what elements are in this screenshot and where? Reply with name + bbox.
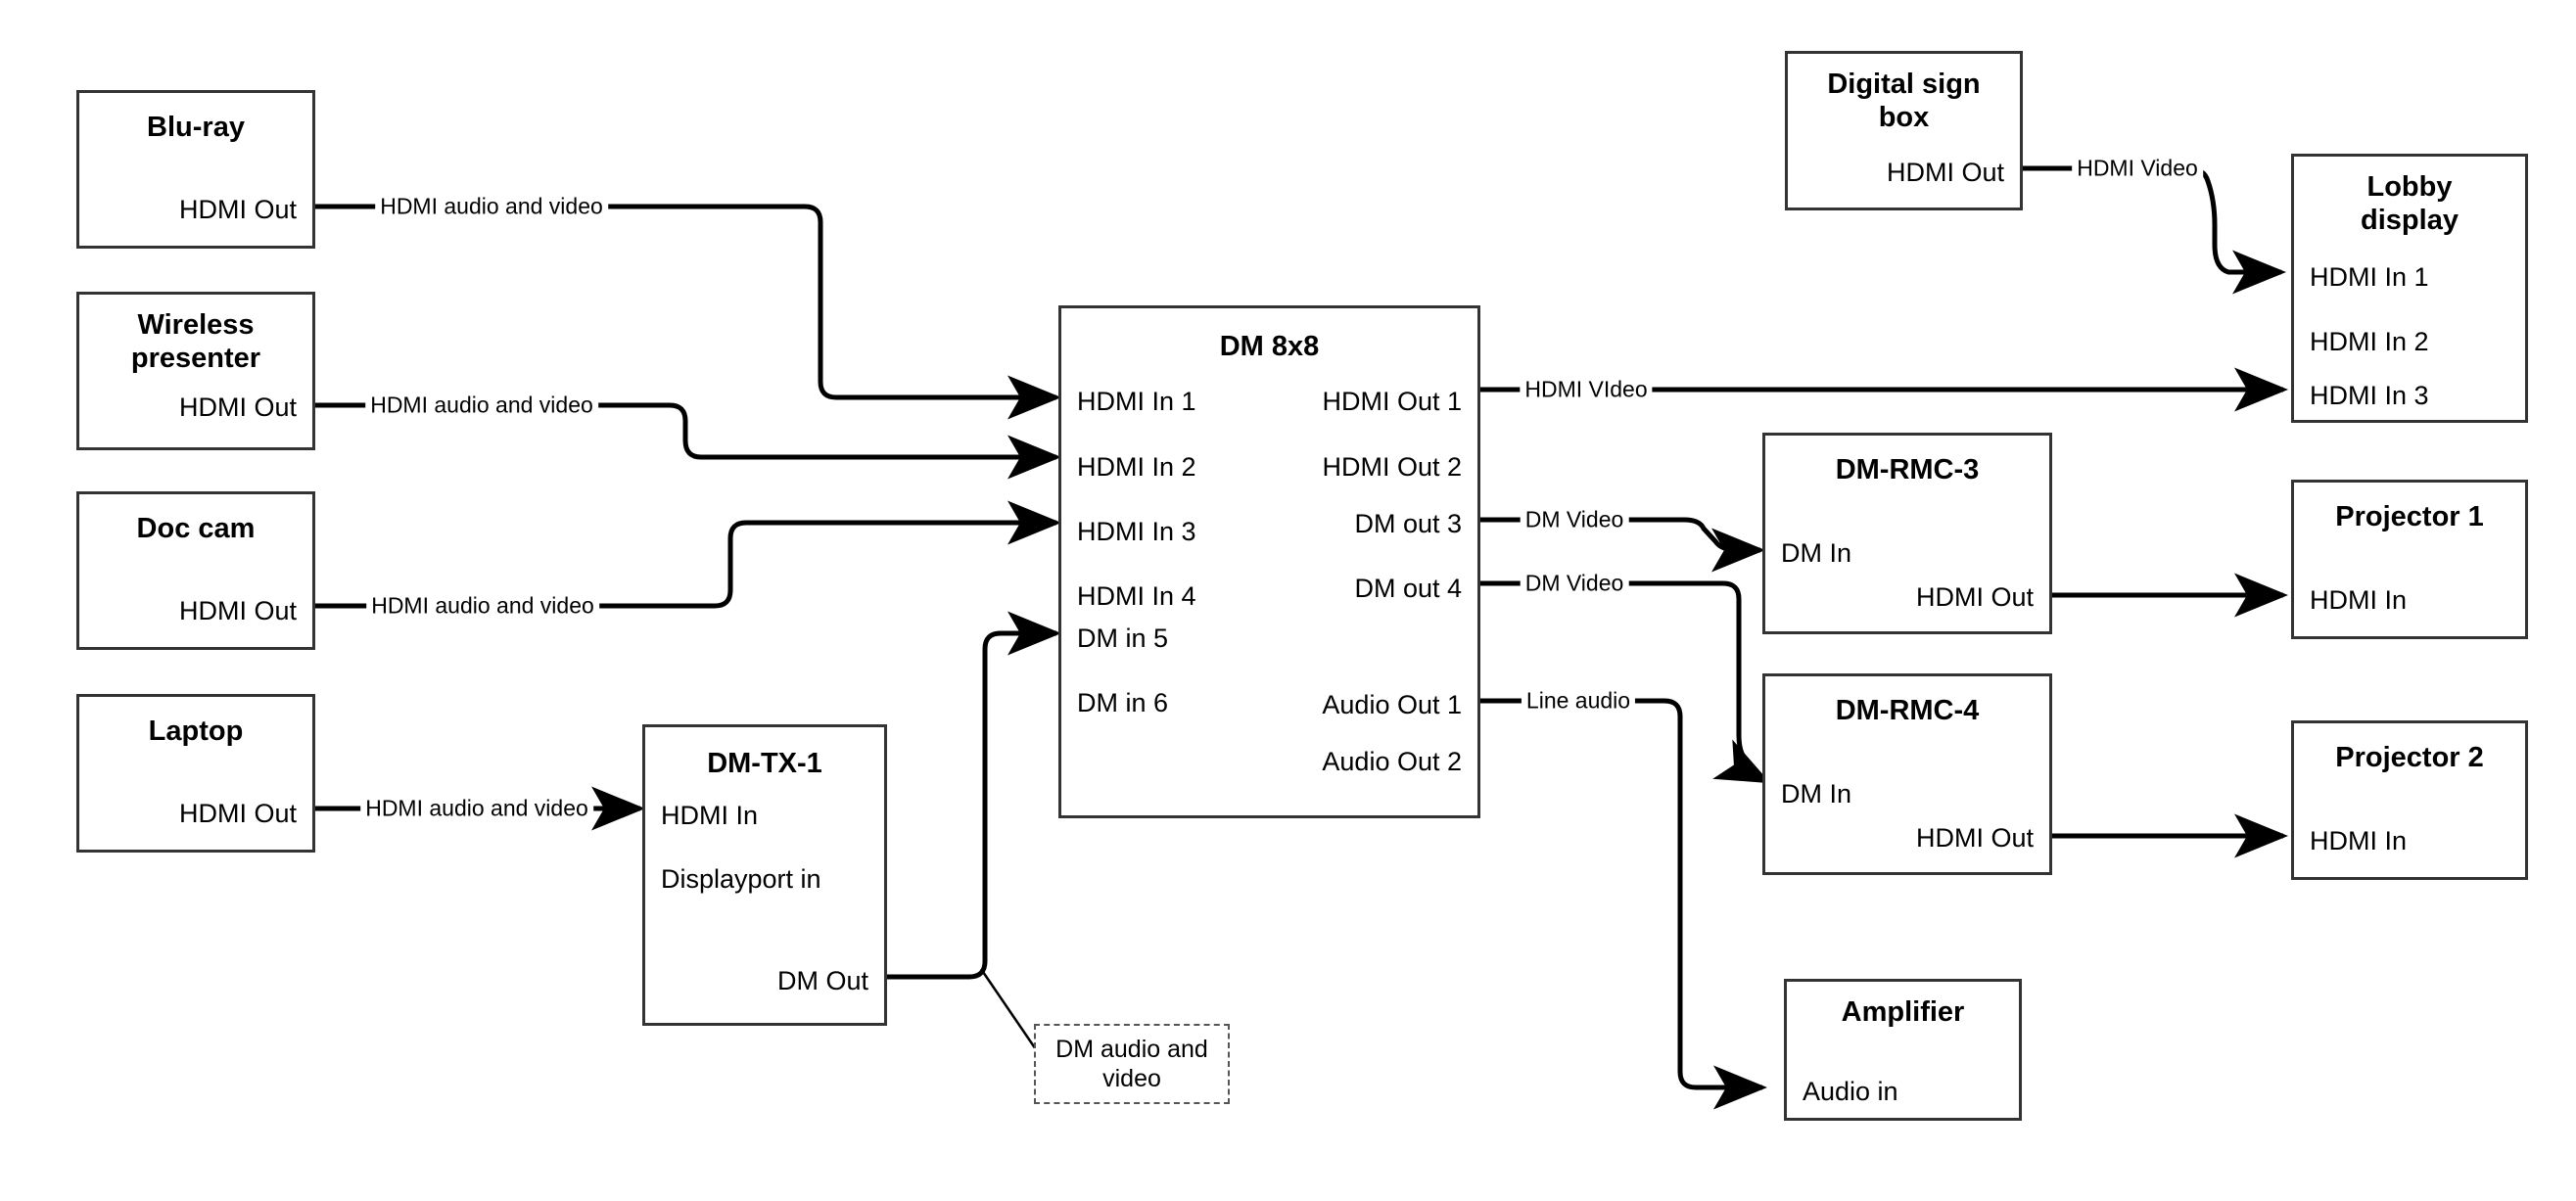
node-lobby-display-title: Lobby display (2361, 171, 2459, 237)
node-laptop-port-hdmi-out: HDMI Out (178, 799, 297, 828)
node-lobby-display[interactable]: Lobby display HDMI In 1 HDMI In 2 HDMI I… (2291, 154, 2528, 423)
edge-label-dmout3-to-rmc3: DM Video (1520, 506, 1629, 533)
node-dm-8x8-port-dm-out-3: DM out 3 (1354, 509, 1462, 538)
wire-dm-audioout1-to-amplifier (1478, 698, 1767, 1110)
node-bluray[interactable]: Blu-ray HDMI Out (76, 90, 315, 249)
node-dm-8x8-port-hdmi-in-3: HDMI In 3 (1077, 517, 1196, 546)
node-dm-8x8-port-dm-in-5: DM in 5 (1077, 624, 1169, 653)
node-dm-rmc-3[interactable]: DM-RMC-3 DM In HDMI Out (1762, 433, 2052, 634)
callout-dm-audio-and-video: DM audio and video (1034, 1024, 1230, 1104)
node-dm-tx-1-title: DM-TX-1 (707, 748, 822, 779)
node-wireless-presenter[interactable]: Wireless presenter HDMI Out (76, 292, 315, 450)
wire-bluray-to-dm-in1 (315, 204, 1061, 420)
node-doc-cam-port-hdmi-out: HDMI Out (178, 596, 297, 625)
node-bluray-port-hdmi-out: HDMI Out (178, 195, 297, 224)
node-lobby-display-port-hdmi-in-3: HDMI In 3 (2310, 381, 2429, 410)
node-projector-2[interactable]: Projector 2 HDMI In (2291, 720, 2528, 880)
node-dm-rmc-3-port-hdmi-out: HDMI Out (1915, 582, 2034, 612)
wire-signbox-to-lobby-in1 (2023, 165, 2286, 295)
node-dm-8x8-port-audio-out-2: Audio Out 2 (1322, 747, 1462, 776)
node-digital-sign-box[interactable]: Digital sign box HDMI Out (1785, 51, 2023, 210)
callout-leader-line (979, 968, 1042, 1056)
node-digital-sign-box-port-hdmi-out: HDMI Out (1886, 158, 2004, 187)
node-dm-8x8-port-hdmi-out-1: HDMI Out 1 (1322, 387, 1462, 416)
node-dm-rmc-4-port-hdmi-out: HDMI Out (1915, 823, 2034, 853)
node-dm-8x8-port-hdmi-in-2: HDMI In 2 (1077, 452, 1196, 482)
node-projector-1-title: Projector 1 (2335, 501, 2484, 532)
node-dm-8x8-title: DM 8x8 (1219, 331, 1320, 362)
node-lobby-display-port-hdmi-in-2: HDMI In 2 (2310, 327, 2429, 356)
edge-label-dmout4-to-rmc4: DM Video (1520, 570, 1629, 597)
node-dm-tx-1-port-displayport-in: Displayport in (661, 864, 821, 894)
node-dm-8x8-port-dm-in-6: DM in 6 (1077, 688, 1169, 717)
node-dm-8x8[interactable]: DM 8x8 HDMI In 1 HDMI In 2 HDMI In 3 HDM… (1058, 305, 1480, 818)
edge-label-doccam-to-dm-in3: HDMI audio and video (366, 592, 599, 620)
edge-label-hdmiout1-to-lobby: HDMI VIdeo (1520, 376, 1653, 403)
wire-dm-out4-to-rmc4 (1478, 580, 1771, 784)
node-dm-rmc-4-port-dm-in: DM In (1781, 779, 1852, 808)
node-dm-8x8-port-dm-out-4: DM out 4 (1354, 574, 1462, 603)
node-doc-cam-title: Doc cam (136, 513, 256, 544)
node-laptop-title: Laptop (148, 716, 244, 747)
edge-label-signbox-to-lobby: HDMI Video (2072, 155, 2203, 182)
wire-dmtx1-to-dm-in5 (887, 611, 1061, 980)
node-doc-cam[interactable]: Doc cam HDMI Out (76, 491, 315, 650)
node-dm-8x8-port-hdmi-in-1: HDMI In 1 (1077, 387, 1196, 416)
node-dm-tx-1[interactable]: DM-TX-1 HDMI In Displayport in DM Out (642, 724, 887, 1026)
edge-label-bluray-to-dm-in1: HDMI audio and video (375, 193, 608, 220)
node-dm-8x8-port-audio-out-1: Audio Out 1 (1322, 690, 1462, 719)
node-dm-tx-1-port-dm-out: DM Out (776, 966, 868, 995)
node-digital-sign-box-title: Digital sign box (1827, 69, 1981, 134)
node-projector-2-title: Projector 2 (2335, 742, 2484, 773)
node-dm-8x8-port-hdmi-in-4: HDMI In 4 (1077, 581, 1196, 611)
node-dm-8x8-port-hdmi-out-2: HDMI Out 2 (1322, 452, 1462, 482)
node-laptop[interactable]: Laptop HDMI Out (76, 694, 315, 853)
node-amplifier-title: Amplifier (1841, 996, 1965, 1028)
node-dm-rmc-4-title: DM-RMC-4 (1835, 695, 1980, 726)
node-projector-1[interactable]: Projector 1 HDMI In (2291, 480, 2528, 639)
node-amplifier-port-audio-in: Audio in (1803, 1077, 1898, 1106)
node-wireless-presenter-title: Wireless presenter (130, 309, 261, 375)
node-projector-2-port-hdmi-in: HDMI In (2310, 826, 2408, 855)
edge-label-wireless-to-dm-in2: HDMI audio and video (365, 392, 598, 419)
node-amplifier[interactable]: Amplifier Audio in (1784, 979, 2022, 1121)
node-dm-rmc-4[interactable]: DM-RMC-4 DM In HDMI Out (1762, 673, 2052, 875)
edge-label-audioout1-to-amp: Line audio (1521, 687, 1636, 715)
node-wireless-presenter-port-hdmi-out: HDMI Out (178, 393, 297, 422)
node-bluray-title: Blu-ray (147, 112, 245, 143)
node-lobby-display-port-hdmi-in-1: HDMI In 1 (2310, 262, 2429, 292)
node-dm-rmc-3-title: DM-RMC-3 (1835, 454, 1980, 485)
node-projector-1-port-hdmi-in: HDMI In (2310, 585, 2408, 615)
edge-label-laptop-to-dmtx1: HDMI audio and video (360, 795, 593, 822)
node-dm-tx-1-port-hdmi-in: HDMI In (661, 801, 759, 830)
node-dm-rmc-3-port-dm-in: DM In (1781, 538, 1852, 568)
